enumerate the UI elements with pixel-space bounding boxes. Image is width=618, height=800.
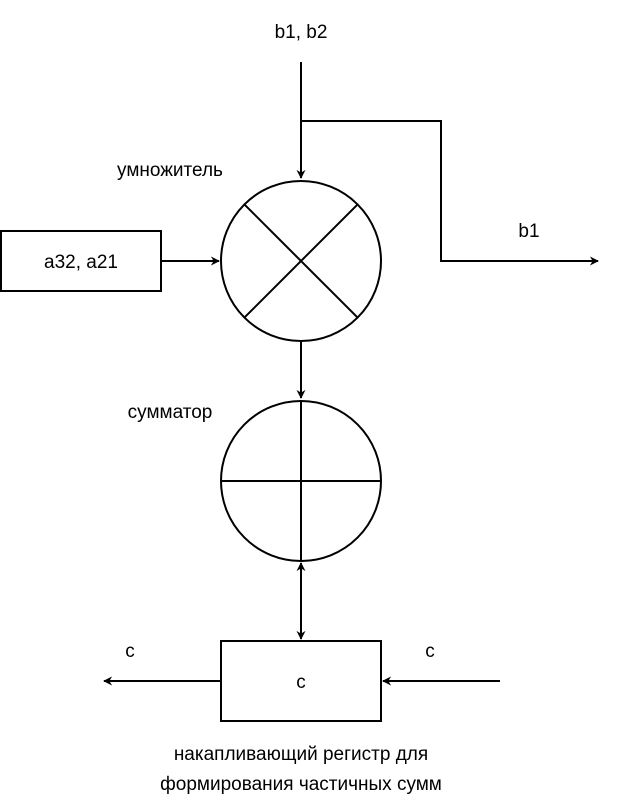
adder-node (220, 400, 382, 562)
multiplier-node (220, 180, 382, 342)
top-input-label: b1, b2 (275, 22, 328, 43)
output-right-label: b1 (518, 221, 539, 242)
register-box (220, 640, 382, 722)
caption-line-2: формирования частичных сумм (160, 774, 442, 795)
register-box-label: c (296, 672, 306, 693)
multiplier-label: умножитель (117, 160, 223, 181)
left-output-label: c (125, 641, 135, 662)
left-input-box-label: a32, a21 (44, 252, 118, 273)
right-input-label: c (425, 641, 435, 662)
caption-line-1: накапливающий регистр для (174, 744, 428, 765)
left-input-box (0, 230, 162, 292)
b1-branch-arrow (301, 120, 599, 266)
adder-label: сумматор (128, 402, 213, 423)
